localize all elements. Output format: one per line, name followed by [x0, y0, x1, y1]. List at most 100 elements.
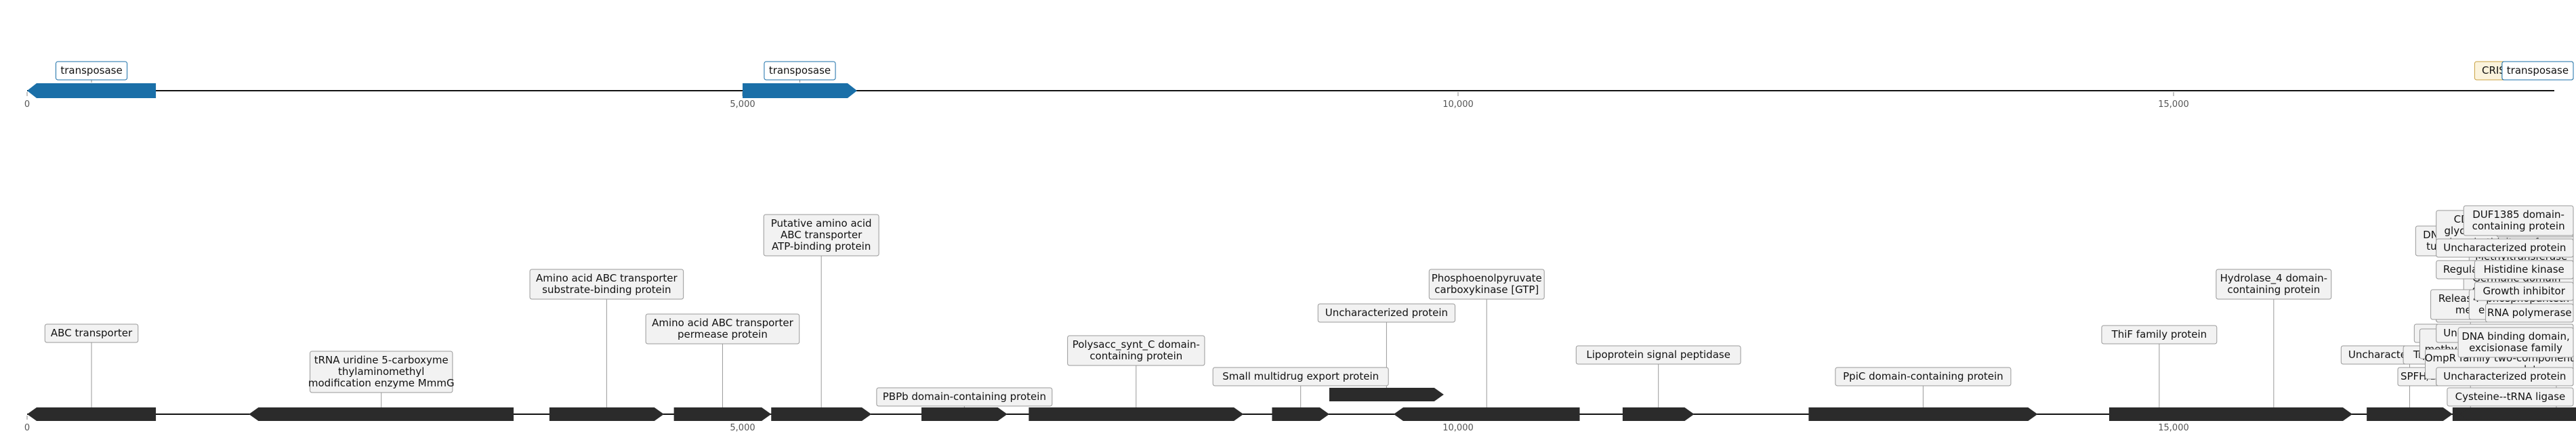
bottom-tick-label: 0: [24, 423, 30, 433]
bottom-cysteine-trna-ligase-label-box: Cysteine--tRNA ligase: [2447, 387, 2574, 407]
bottom-uncharacterized-protein-label-box: Uncharacterized protein: [2436, 367, 2574, 386]
bottom-spfh-band-7-phb-domain-protein-feature: [2459, 407, 2576, 421]
bottom-small-multidrug-export-protein-label-box: Small multidrug export protein: [1212, 367, 1389, 386]
bottom-polysacc-synt-c-domain-containing-protei-label-bg: [1067, 335, 1205, 366]
top-transposase-label: transposase: [2507, 64, 2569, 76]
bottom-growth-inhibitor-label-box: Growth inhibitor: [2474, 282, 2574, 301]
bottom-thif-family-protein-label: ThiF family protein: [2111, 328, 2207, 340]
top-transposase-label-box: transposase: [2501, 61, 2574, 81]
bottom-uncharacterized-protein-label-box: Uncharacterized protein: [1317, 303, 1456, 323]
top-transposase-label-box: transposase: [764, 61, 836, 81]
bottom-uncharacterized-protein-label-bg: [2436, 238, 2574, 258]
bottom-putative-amino-acid-abc-transporter-atp--label-bg: [763, 214, 879, 257]
bottom-putative-amino-acid-abc-transporter-atp--feature: [771, 407, 872, 421]
bottom-uncharacterized-protein-feature: [1329, 388, 1444, 401]
bottom-growth-inhibitor-label-bg: [2474, 282, 2574, 301]
bottom-thif-family-protein-label-box: ThiF family protein: [2101, 325, 2218, 344]
bottom-thif-family-protein-feature: [2108, 407, 2209, 421]
bottom-amino-acid-abc-transporter-permease-prot-label-bg: [645, 313, 800, 344]
bottom-uncharacterized-protein-label-bg: [1317, 303, 1456, 323]
bottom-amino-acid-abc-transporter-substrate-bin-label-bg: [529, 269, 684, 300]
bottom-pbpb-domain-containing-protein-label-bg: [876, 387, 1053, 407]
bottom-uncharacterized-protein-label: Uncharacterized protein: [1325, 307, 1448, 319]
bottom-track: 05,00010,00015,00020,00025,00030,00035,0…: [24, 205, 2576, 433]
bottom-tick-label: 5,000: [730, 423, 755, 433]
bottom-duf1385-domain-containing-protein-label-bg: [2463, 205, 2574, 236]
bottom-amino-acid-abc-transporter-substrate-bin-feature: [549, 407, 664, 421]
top-transposase-feature: [743, 83, 857, 98]
top-transposase-label: transposase: [769, 64, 831, 76]
top-tick-label: 15,000: [2158, 99, 2189, 110]
bottom-polysacc-synt-c-domain-containing-protei-label-box: Polysacc_synt_C domain-containing protei…: [1067, 335, 1205, 366]
bottom-small-multidrug-export-protein-label: Small multidrug export protein: [1222, 370, 1379, 382]
bottom-growth-inhibitor-label: Growth inhibitor: [2483, 285, 2566, 297]
top-track: 05,00010,00015,00020,00025,00030,00035,0…: [24, 61, 2574, 110]
top-transposase-label: transposase: [60, 64, 122, 76]
bottom-abc-transporter-label-bg: [44, 324, 139, 343]
bottom-axis-ticks: 05,00010,00015,00020,00025,00030,00035,0…: [24, 416, 2189, 433]
bottom-histidine-kinase-label: Histidine kinase: [2484, 263, 2564, 275]
bottom-dna-binding-domain-excisionase-family-label-bg: [2457, 327, 2574, 358]
bottom-rna-polymerase-label: RNA polymerase: [2487, 307, 2572, 319]
bottom-uncharacterized-protein-label: Uncharacterized protein: [2443, 370, 2566, 382]
bottom-lipoprotein-signal-peptidase-feature: [1622, 407, 1695, 421]
bottom-trna-uridine-5-carboxyme-thylaminomethyl-feature: [249, 407, 514, 421]
top-axis-ticks: 05,00010,00015,00020,00025,00030,00035,0…: [24, 92, 2189, 110]
bottom-pbpb-domain-containing-protein-feature: [921, 407, 1007, 421]
bottom-hydrolase-4-domain-containing-protein-label-bg: [2216, 269, 2332, 300]
bottom-cysteine-trna-ligase-label: Cysteine--tRNA ligase: [2455, 391, 2566, 403]
bottom-ppic-domain-containing-protein-label: PpiC domain-containing protein: [1843, 370, 2003, 382]
top-transposase-label-bg: [55, 61, 128, 81]
bottom-pbpb-domain-containing-protein-label-box: PBPb domain-containing protein: [876, 387, 1053, 407]
bottom-tick-label: 15,000: [2158, 423, 2189, 433]
bottom-abc-transporter-feature: [27, 407, 157, 421]
bottom-polysacc-synt-c-domain-containing-protei-feature: [1029, 407, 1244, 421]
top-transposase-label-box: transposase: [55, 61, 128, 81]
bottom-dna-binding-domain-excisionase-family-label: DNA binding domain,excisionase family: [2461, 330, 2569, 354]
bottom-lipoprotein-signal-peptidase-label-bg: [1575, 345, 1741, 365]
bottom-ppic-domain-containing-protein-label-box: PpiC domain-containing protein: [1835, 367, 2012, 386]
bottom-ppic-domain-containing-protein-label-bg: [1835, 367, 2012, 386]
bottom-uncharacterized-protein-label-bg: [2436, 367, 2574, 386]
bottom-polysacc-synt-c-domain-containing-protei-label: Polysacc_synt_C domain-containing protei…: [1073, 338, 1200, 362]
bottom-trna-uridine-5-carboxyme-thylaminomethyl-label-bg: [310, 351, 453, 393]
bottom-uncharacterized-protein-label: Uncharacterized protein: [2443, 242, 2566, 254]
bottom-rna-polymerase-label-box: RNA polymerase: [2485, 303, 2574, 323]
bottom-duf1385-domain-containing-protein-label: DUF1385 domain-containing protein: [2472, 208, 2565, 232]
top-tick-label: 0: [24, 99, 30, 110]
top-transposase-label-bg: [2501, 61, 2574, 81]
bottom-tick-label: 10,000: [1442, 423, 1474, 433]
top-transposase-feature: [27, 83, 157, 98]
bottom-hydrolase-4-domain-containing-protein-label: Hydrolase_4 domain-containing protein: [2220, 272, 2328, 296]
bottom-cysteine-trna-ligase-label-bg: [2447, 387, 2574, 407]
bottom-abc-transporter-label-box: ABC transporter: [44, 324, 139, 343]
top-tick-label: 5,000: [730, 99, 755, 110]
top-tick-label: 10,000: [1442, 99, 1474, 110]
bottom-histidine-kinase-label-bg: [2474, 260, 2574, 280]
bottom-ppic-domain-containing-protein-feature: [1808, 407, 2038, 421]
bottom-thif-family-protein-label-bg: [2101, 325, 2218, 344]
bottom-small-multidrug-export-protein-feature: [1272, 407, 1329, 421]
bottom-pbpb-domain-containing-protein-label: PBPb domain-containing protein: [883, 391, 1046, 403]
bottom-histidine-kinase-label-box: Histidine kinase: [2474, 260, 2574, 280]
bottom-phosphoenolpyruvate-carboxykinase-gtp-label-bg: [1428, 269, 1545, 300]
bottom-lipoprotein-signal-peptidase-label: Lipoprotein signal peptidase: [1586, 349, 1730, 361]
bottom-hydrolase-4-domain-containing-protein-feature: [2195, 407, 2352, 421]
bottom-rna-polymerase-label-bg: [2485, 303, 2574, 323]
bottom-small-multidrug-export-protein-label-bg: [1212, 367, 1389, 386]
bottom-duf1385-domain-containing-protein-label-box: DUF1385 domain-containing protein: [2463, 205, 2574, 236]
bottom-uncharacterized-protein-label-box: Uncharacterized protein: [2436, 238, 2574, 258]
